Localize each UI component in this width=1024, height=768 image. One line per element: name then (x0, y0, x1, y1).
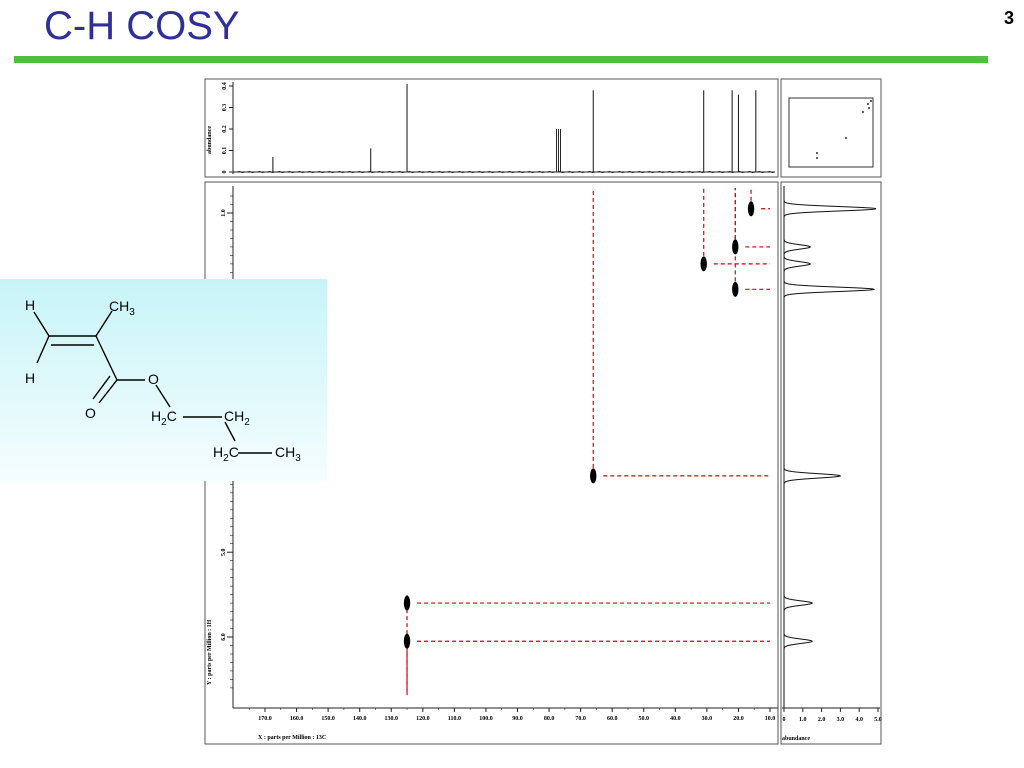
proton-trace (783, 186, 877, 708)
x-tick-label: 90.0 (512, 716, 523, 722)
right-tick-label: 1.0 (799, 717, 807, 723)
atom-h-bottom: H (25, 370, 35, 386)
right-tick-label: 5.0 (874, 717, 882, 723)
slide-number: 3 (1003, 8, 1014, 28)
cross-peak (732, 239, 739, 255)
right-projection-frame (780, 181, 882, 745)
corner-frame (780, 78, 882, 178)
atom-h2c-2: H2C (213, 444, 239, 464)
x-tick-label: 70.0 (575, 716, 586, 722)
x-tick-label: 120.0 (416, 716, 430, 722)
cross-peak (403, 595, 411, 611)
cross-peaks (403, 201, 755, 649)
x-tick-label: 40.0 (670, 716, 681, 722)
x-tick-label: 150.0 (321, 716, 335, 722)
cross-peak (747, 201, 755, 217)
x-tick-label: 50.0 (639, 716, 650, 722)
propyl-methacrylate-structure: H H CH3 O O H2C CH2 H2C CH3 (25, 297, 301, 464)
top-projection-frame (204, 78, 779, 178)
x-tick-label: 60.0 (607, 716, 618, 722)
top-projection-ticks: 0 0.1 0.2 0.3 0.4 (222, 82, 233, 174)
x-tick-label: 20.0 (733, 716, 744, 722)
x-tick-label: 140.0 (353, 716, 367, 722)
x-tick-label: 160.0 (290, 716, 304, 722)
top-tick-label: 0.4 (222, 82, 228, 90)
overview-dots (816, 100, 872, 159)
cross-peak (732, 281, 739, 297)
x-tick-label: 30.0 (702, 716, 713, 722)
x-tick-label: 170.0 (258, 716, 272, 722)
top-tick-label: 0.1 (222, 147, 228, 155)
carbon-peaks (232, 83, 775, 174)
right-tick-label: 4.0 (855, 717, 863, 723)
bonds (33, 310, 272, 454)
atom-ch3-terminal: CH3 (275, 444, 301, 464)
main-x-label: X : parts per Million : 13C (258, 735, 326, 741)
atom-o-carbonyl: O (85, 405, 96, 421)
x-tick-label: 130.0 (385, 716, 399, 722)
right-projection-ticks: 0 1.0 2.0 3.0 4.0 5.0 (783, 708, 882, 723)
title-rule (14, 56, 988, 63)
overview-inset (788, 97, 874, 168)
right-tick-label: 0 (783, 717, 786, 723)
x-tick-label: 110.0 (448, 716, 461, 722)
y-tick-label: 6.0 (221, 633, 227, 641)
atom-ch2: CH2 (224, 408, 250, 428)
cross-peak (403, 633, 411, 649)
top-tick-label: 0.2 (222, 125, 228, 133)
atom-o-ester: O (148, 371, 159, 387)
right-tick-label: 3.0 (837, 717, 845, 723)
y-tick-label: 1.0 (221, 209, 227, 217)
x-tick-label: 10.0 (765, 716, 776, 722)
structure-panel: H H CH3 O O H2C CH2 H2C CH3 (0, 279, 327, 481)
right-x-label: abundance (782, 736, 810, 742)
correlation-guides (406, 188, 770, 695)
main-y-label: Y : parts per Million : 1H (207, 619, 213, 685)
cross-peak (700, 256, 707, 272)
carbon-baseline (232, 170, 775, 174)
main-x-ticks: 170.0 160.0 150.0 140.0 130.0 120.0 110.0 100.0… (248, 708, 776, 722)
x-tick-label: 80.0 (544, 716, 555, 722)
atom-h2c-1: H2C (151, 408, 177, 428)
top-tick-label: 0 (222, 171, 228, 174)
y-tick-label: 5.0 (221, 548, 227, 556)
cross-peak (590, 468, 597, 484)
top-tick-label: 0.3 (222, 104, 228, 112)
atom-h-top: H (25, 297, 35, 313)
x-tick-label: 100.0 (479, 716, 493, 722)
right-tick-label: 2.0 (818, 717, 826, 723)
slide-title: C-H COSY (44, 4, 240, 48)
top-y-label: abundance (207, 126, 213, 154)
atom-ch3-methyl: CH3 (109, 298, 135, 318)
